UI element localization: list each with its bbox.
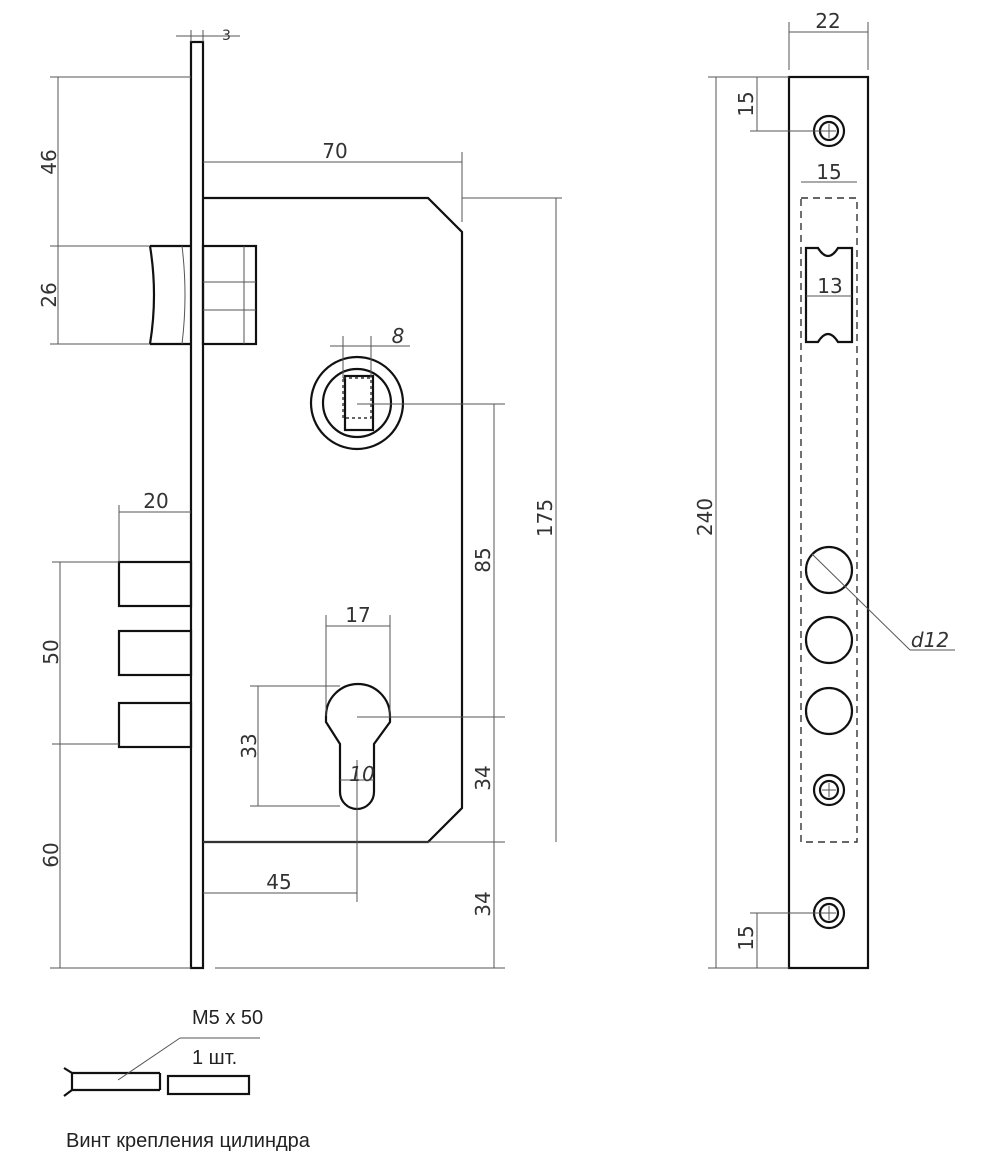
dim-bolt-throw: 20 xyxy=(143,489,168,513)
faceplate xyxy=(787,75,870,970)
dim-latch-width: 13 xyxy=(817,274,842,298)
front-view: 3 46 26 70 8 175 85 20 50 17 33 10 34 60… xyxy=(37,28,562,970)
cylinder-screw xyxy=(63,1037,260,1097)
front-dimension-lines xyxy=(50,30,562,969)
faceplate-view: 22 15 15 13 240 d12 15 xyxy=(693,9,955,970)
screw-caption: Винт крепления цилиндра xyxy=(66,1130,311,1152)
dim-cylinder-height: 33 xyxy=(237,733,261,758)
spindle-hub xyxy=(309,355,405,451)
dim-cylinder-width: 17 xyxy=(345,603,370,627)
dim-latch-height: 26 xyxy=(37,282,61,307)
bolt-hole xyxy=(804,545,854,595)
dim-bottom-to-bolts: 60 xyxy=(39,842,63,867)
dim-cylinder-to-body-bottom: 34 xyxy=(471,765,495,790)
latch-window xyxy=(800,197,858,843)
screw-spec: M5 x 50 xyxy=(192,1007,263,1029)
dim-faceplate-width: 22 xyxy=(815,9,840,33)
dim-body-height: 175 xyxy=(533,499,557,537)
middle-screw-icon xyxy=(812,773,846,807)
bolt-hole xyxy=(804,615,854,665)
dim-top-screw-offset: 15 xyxy=(734,91,758,116)
dim-bolt-span: 50 xyxy=(39,639,63,664)
dim-faceplate-length: 240 xyxy=(693,498,717,536)
dead-bolts xyxy=(117,560,193,749)
dim-spindle-to-cylinder: 85 xyxy=(471,547,495,572)
dim-cylinder-slot: 10 xyxy=(349,762,374,786)
bolt-hole xyxy=(804,686,854,736)
dim-top-to-latch: 46 xyxy=(37,149,61,174)
dim-cylinder-backset: 45 xyxy=(266,870,291,894)
screw-quantity: 1 шт. xyxy=(192,1047,237,1069)
dim-plate-thickness: 3 xyxy=(222,28,231,44)
dim-spindle-square: 8 xyxy=(392,324,405,348)
dim-backset-to-edge: 70 xyxy=(322,139,347,163)
dim-latch-window-width: 15 xyxy=(816,160,841,184)
dim-bottom-screw-offset: 15 xyxy=(734,925,758,950)
cylinder-hole xyxy=(324,682,392,811)
latch xyxy=(148,244,258,346)
latch-profile xyxy=(804,246,854,344)
dim-body-bottom-to-plate: 34 xyxy=(471,891,495,916)
dim-bolt-diameter: d12 xyxy=(911,628,949,652)
side-dimension-lines xyxy=(708,22,955,969)
face-plate xyxy=(189,40,205,970)
